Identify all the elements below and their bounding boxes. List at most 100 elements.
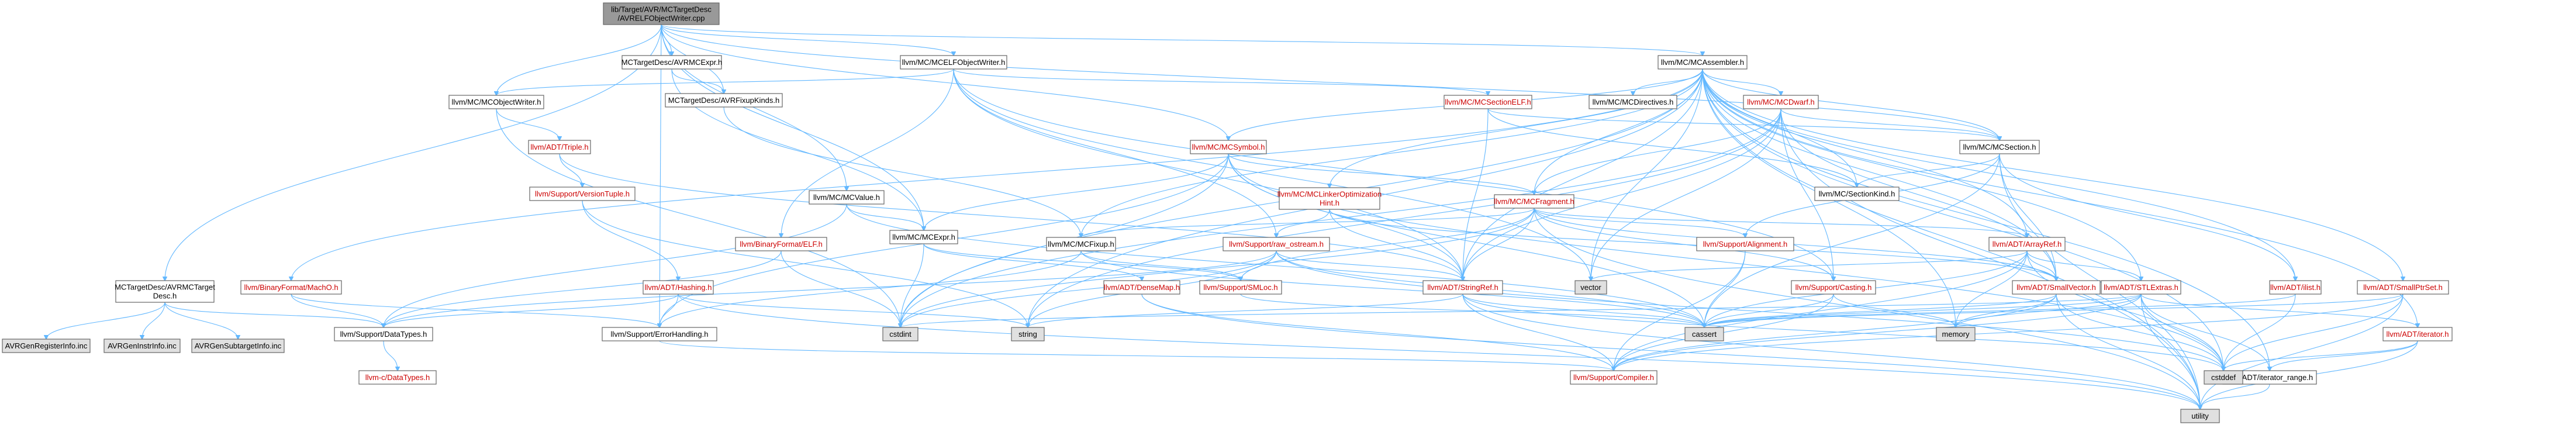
edge-mcdwarf-to-mcsection	[1780, 108, 2000, 140]
edge-mcassembler-to-smallptrset	[1702, 68, 2403, 281]
node-compiler[interactable]: llvm/Support/Compiler.h	[1570, 370, 1658, 385]
edge-mcfixup-to-cassert	[1080, 250, 1704, 327]
node-box	[528, 140, 591, 154]
edge-binelf-to-cstdint	[781, 250, 900, 327]
node-mctd_avrmcexpr[interactable]: MCTargetDesc/AVRMCExpr.h	[621, 55, 722, 70]
node-iterator[interactable]: llvm/ADT/iterator.h	[2382, 327, 2453, 341]
node-label: cstddef	[2211, 373, 2236, 382]
node-datatypes[interactable]: llvm/Support/DataTypes.h	[334, 327, 433, 341]
node-box	[115, 280, 215, 303]
node-triple[interactable]: llvm/ADT/Triple.h	[528, 140, 591, 154]
edge-root-to-mcvalue	[661, 24, 847, 191]
edge-mcobjectwriter-to-cstdint	[496, 108, 900, 327]
edge-mctd_avrmcexpr-to-mctd_avrfixup	[671, 68, 724, 94]
edge-iterator-to-cstddef	[2223, 340, 2418, 371]
node-label: llvm/Support/VersionTuple.h	[535, 189, 630, 198]
node-alignment[interactable]: llvm/Support/Alignment.h	[1696, 237, 1794, 251]
node-binelf[interactable]: llvm/BinaryFormat/ELF.h	[735, 237, 827, 251]
edge-casting-to-cassert	[1704, 294, 1834, 327]
node-utility[interactable]: utility	[2180, 409, 2220, 423]
node-label: /AVRELFObjectWriter.cpp	[617, 14, 705, 23]
edge-smallvector-to-utility	[2056, 294, 2200, 409]
node-iterrange[interactable]: llvm/ADT/iterator_range.h	[2222, 370, 2317, 385]
node-mcsection[interactable]: llvm/MC/MCSection.h	[1959, 140, 2040, 154]
node-mcfixup[interactable]: llvm/MC/MCFixup.h	[1046, 237, 1116, 251]
node-mcdwarf[interactable]: llvm/MC/MCDwarf.h	[1743, 95, 1819, 109]
node-label: llvm/BinaryFormat/ELF.h	[740, 240, 823, 248]
node-box	[1444, 95, 1532, 109]
node-arrayref[interactable]: llvm/ADT/ArrayRef.h	[1988, 237, 2066, 251]
node-cstdint[interactable]: cstdint	[882, 327, 918, 341]
edge-stlextras-to-iterrange	[2140, 294, 2270, 371]
node-mcdirectives[interactable]: llvm/MC/MCDirectives.h	[1589, 95, 1677, 109]
node-avrsub[interactable]: AVRGenSubtargetInfo.inc	[191, 339, 285, 353]
edge-mcsection-to-cassert	[1704, 153, 2000, 327]
node-rawostream[interactable]: llvm/Support/raw_ostream.h	[1223, 237, 1330, 251]
node-versiontuple[interactable]: llvm/Support/VersionTuple.h	[529, 187, 636, 201]
edge-stringref-to-compiler	[1462, 294, 1614, 371]
node-hashing[interactable]: llvm/ADT/Hashing.h	[643, 280, 714, 295]
node-stlextras[interactable]: llvm/ADT/STLExtras.h	[2101, 280, 2181, 295]
node-label: llvm/Support/Alignment.h	[1703, 240, 1788, 248]
node-box	[1279, 187, 1380, 210]
node-memory[interactable]: memory	[1936, 327, 1976, 341]
node-mcsectionelf[interactable]: llvm/MC/MCSectionELF.h	[1444, 95, 1532, 109]
edge-mcsymbol-to-cassert	[1228, 153, 1704, 327]
node-stringref[interactable]: llvm/ADT/StringRef.h	[1422, 280, 1503, 295]
node-label: llvm/Support/Compiler.h	[1573, 373, 1654, 382]
node-box	[1684, 327, 1724, 341]
edge-hashing-to-datatypes	[384, 294, 679, 327]
node-densemap[interactable]: llvm/ADT/DenseMap.h	[1103, 280, 1180, 295]
edge-smallvector-to-compiler	[1614, 294, 2057, 371]
edge-mcdwarf-to-vector	[1591, 108, 1781, 281]
node-smallptrset[interactable]: llvm/ADT/SmallPtrSet.h	[2357, 280, 2449, 295]
edge-alignment-to-cassert	[1704, 250, 1746, 327]
node-box	[602, 327, 717, 341]
node-mcobjectwriter[interactable]: llvm/MC/MCObjectWriter.h	[448, 95, 544, 109]
edge-mcassembler-to-stlextras	[1702, 68, 2141, 281]
node-label: llvm/ADT/iterator_range.h	[2226, 373, 2313, 382]
node-ilist[interactable]: llvm/ADT/ilist.h	[2269, 280, 2322, 295]
node-avrreg[interactable]: AVRGenRegisterInfo.inc	[2, 339, 91, 353]
node-smloc[interactable]: llvm/Support/SMLoc.h	[1199, 280, 1282, 295]
edge-mctd_avrmctd-to-datatypes	[164, 302, 384, 327]
node-cstddef[interactable]: cstddef	[2204, 370, 2243, 385]
node-mcfragment[interactable]: llvm/MC/MCFragment.h	[1494, 194, 1574, 209]
node-label: llvm/ADT/Triple.h	[530, 143, 588, 151]
edge-mcassembler-to-iterrange	[1702, 68, 2270, 371]
node-binmacho[interactable]: llvm/BinaryFormat/MachO.h	[240, 280, 342, 295]
node-mcassembler[interactable]: llvm/MC/MCAssembler.h	[1658, 55, 1748, 70]
node-box	[2269, 280, 2322, 295]
node-box	[1814, 187, 1900, 201]
node-label: llvm/MC/MCObjectWriter.h	[452, 98, 541, 106]
node-errhandling[interactable]: llvm/Support/ErrorHandling.h	[602, 327, 717, 341]
node-mcelfobjectwriter[interactable]: llvm/MC/MCELFObjectWriter.h	[900, 55, 1007, 70]
edge-stlextras-to-cassert	[1704, 294, 2142, 327]
node-box	[1988, 237, 2066, 251]
node-avrinstr[interactable]: AVRGenInstrInfo.inc	[103, 339, 181, 353]
node-mcvalue[interactable]: llvm/MC/MCValue.h	[809, 190, 885, 205]
node-mcexpr[interactable]: llvm/MC/MCExpr.h	[889, 230, 958, 244]
node-string[interactable]: string	[1011, 327, 1045, 341]
node-mctd_avrfixup[interactable]: MCTargetDesc/AVRFixupKinds.h	[665, 93, 783, 108]
node-cassert[interactable]: cassert	[1684, 327, 1724, 341]
edge-densemap-to-compiler	[1141, 294, 1614, 371]
node-sectionkind[interactable]: llvm/MC/SectionKind.h	[1814, 187, 1900, 201]
node-vector[interactable]: vector	[1574, 280, 1607, 295]
node-box	[1936, 327, 1976, 341]
node-label: llvm/MC/MCSectionELF.h	[1445, 98, 1531, 106]
edge-mcsection-to-ilist	[1999, 153, 2295, 281]
edge-mclinker-to-rawostream	[1276, 209, 1330, 237]
edge-mcfragment-to-casting	[1534, 208, 1833, 281]
node-casting[interactable]: llvm/Support/Casting.h	[1791, 280, 1876, 295]
node-smallvector[interactable]: llvm/ADT/SmallVector.h	[2012, 280, 2101, 295]
edge-densemap-to-utility	[1141, 294, 2200, 409]
node-mcsymbol[interactable]: llvm/MC/MCSymbol.h	[1190, 140, 1267, 154]
node-root[interactable]: lib/Target/AVR/MCTargetDesc/AVRELFObject…	[603, 2, 720, 25]
node-label: utility	[2191, 412, 2209, 420]
node-cdatatypes[interactable]: llvm-c/DataTypes.h	[358, 370, 437, 385]
edge-smallptrset-to-cassert	[1704, 294, 2404, 327]
node-label: vector	[1580, 283, 1601, 292]
